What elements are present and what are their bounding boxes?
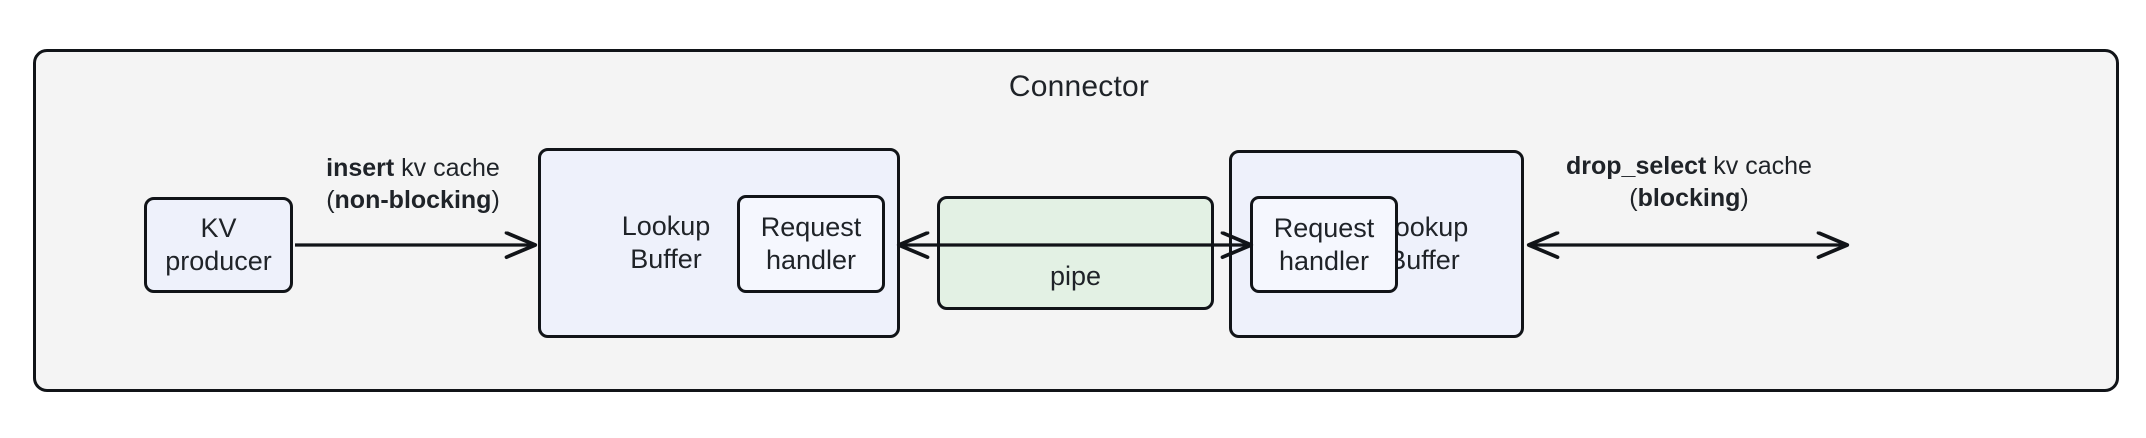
node-request-handler-left: Request handler (737, 195, 885, 293)
lookup-buffer-left-label: Lookup Buffer (621, 211, 711, 274)
arrow-label-insert-suffix: ) (491, 186, 500, 214)
arrow-label-drop-suffix: ) (1740, 184, 1749, 212)
node-kv-producer: KV producer (144, 197, 293, 293)
arrow-label-drop-select: drop_select kv cache (blocking) (1524, 150, 1854, 214)
arrow-label-insert-line1: insert kv cache (288, 152, 538, 184)
arrow-label-insert-prefix: ( (326, 186, 335, 214)
node-pipe: pipe (937, 196, 1214, 310)
arrow-label-drop-line2: (blocking) (1524, 182, 1854, 214)
node-request-handler-right: Request handler (1250, 196, 1398, 293)
arrow-label-drop-prefix: ( (1629, 184, 1638, 212)
arrow-label-insert-mode: non-blocking (334, 186, 492, 214)
arrow-label-insert-rest: kv cache (394, 154, 500, 182)
arrow-label-drop-line1: drop_select kv cache (1524, 150, 1854, 182)
arrow-label-drop-mode: blocking (1637, 184, 1741, 212)
arrow-label-drop-rest: kv cache (1706, 152, 1812, 180)
arrow-label-insert-line2: (non-blocking) (288, 184, 538, 216)
arrow-label-insert-bold: insert (326, 154, 395, 182)
connector-title: Connector (1008, 70, 1150, 103)
arrow-label-drop-bold: drop_select (1566, 152, 1707, 180)
arrow-label-insert: insert kv cache (non-blocking) (288, 152, 538, 216)
